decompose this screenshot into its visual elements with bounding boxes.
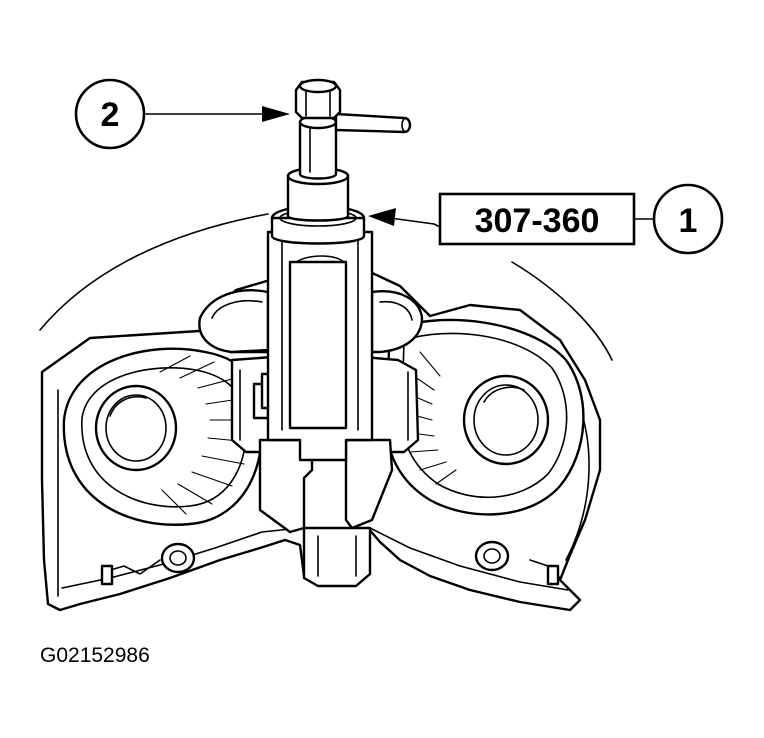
cooler-fittings <box>100 540 561 586</box>
figure-id: G02152986 <box>40 644 150 667</box>
seal-installer-tool <box>270 78 412 245</box>
case-outer-arc-right <box>511 261 613 361</box>
callout-2: 2 <box>74 78 146 150</box>
callout-2-number: 2 <box>101 96 120 134</box>
leader-2 <box>145 106 290 122</box>
left-vane-wheel <box>62 347 264 526</box>
case-outer-arc-left <box>39 213 269 331</box>
callout-1-number: 1 <box>679 202 698 240</box>
tool-tag: 307-360 <box>438 192 655 246</box>
leader-1 <box>368 208 439 227</box>
tool-tag-label: 307-360 <box>475 202 600 240</box>
right-vane-wheel <box>384 318 585 516</box>
callout-1: 1 <box>652 183 724 255</box>
bearing-tube <box>266 230 374 462</box>
